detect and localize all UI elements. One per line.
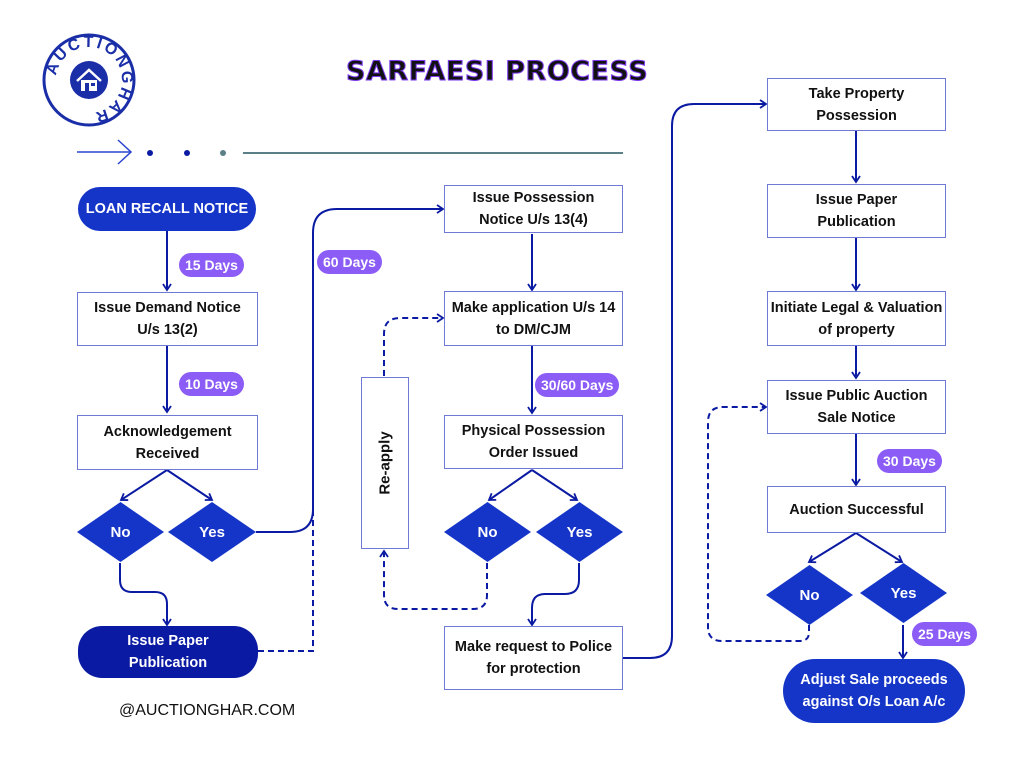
node-label: LOAN RECALL NOTICE: [85, 201, 249, 217]
connector: [622, 99, 768, 659]
connector: [258, 510, 314, 652]
duration-badge: 30 Days: [877, 449, 942, 473]
connector: [527, 563, 580, 627]
page-title: SARFAESI PROCESS: [345, 56, 649, 88]
decision-yes: Yes: [168, 502, 256, 562]
connector: [531, 469, 579, 501]
node-label: Issue Paper Publication: [127, 633, 209, 671]
decision-no: No: [77, 502, 164, 562]
auctionghar-logo: AUCTIONGHAR: [42, 33, 136, 127]
decision-label: No: [477, 523, 498, 541]
connector: [119, 563, 172, 627]
issue-demand-notice-node: Issue Demand Notice U/s 13(2): [77, 292, 258, 346]
decision-yes: Yes: [860, 563, 947, 623]
initiate-legal-valuation-node: Initiate Legal & Valuation of property: [767, 291, 946, 346]
re-apply-node: Re-apply: [361, 377, 409, 549]
decision-no: No: [766, 565, 853, 625]
node-label: Acknowledgement Received: [103, 423, 232, 462]
loan-recall-notice-node: LOAN RECALL NOTICE: [78, 187, 256, 231]
duration-badge: 30/60 Days: [535, 373, 620, 397]
acknowledgement-received-node: Acknowledgement Received: [77, 415, 258, 470]
node-label: Issue Public Auction Sale Notice: [785, 388, 928, 426]
duration-badge: 60 Days: [317, 250, 382, 274]
police-protection-node: Make request to Police for protection: [444, 626, 623, 690]
connector: [383, 313, 445, 376]
node-label: Issue Paper Publication: [815, 192, 898, 230]
issue-paper-publication-node: Issue Paper Publication: [78, 626, 258, 678]
connector: [487, 469, 533, 501]
make-application-node: Make application U/s 14 to DM/CJM: [444, 291, 623, 346]
public-auction-notice-node: Issue Public Auction Sale Notice: [767, 380, 946, 434]
connector: [256, 204, 445, 533]
node-label: Take Property Possession: [808, 85, 905, 124]
node-label: Issue Demand Notice U/s 13(2): [94, 300, 241, 338]
connector: [855, 532, 904, 564]
node-label: Initiate Legal & Valuation of property: [770, 299, 943, 338]
duration-badge: 10 Days: [179, 372, 244, 396]
duration-badge: 15 Days: [179, 253, 244, 277]
issue-paper-publication-node-2: Issue Paper Publication: [767, 184, 946, 238]
take-property-possession-node: Take Property Possession: [767, 78, 946, 131]
issue-possession-notice-node: Issue Possession Notice U/s 13(4): [444, 185, 623, 233]
connector: [807, 532, 857, 564]
node-label: Issue Possession Notice U/s 13(4): [472, 190, 595, 228]
decision-label: No: [110, 523, 131, 541]
website-footer: @AUCTIONGHAR.COM: [119, 702, 296, 719]
auction-successful-node: Auction Successful: [767, 486, 946, 533]
node-label: Auction Successful: [789, 501, 924, 518]
decision-label: No: [799, 586, 820, 604]
connector: [166, 469, 214, 501]
decision-yes: Yes: [536, 502, 623, 562]
node-label: Physical Possession Order Issued: [461, 423, 606, 461]
connector: [379, 549, 488, 610]
decision-label: Yes: [199, 523, 225, 541]
connector: [119, 469, 168, 501]
decorative-divider: [77, 139, 623, 165]
adjust-sale-proceeds-node: Adjust Sale proceeds against O/s Loan A/…: [783, 659, 965, 723]
node-label: Adjust Sale proceeds against O/s Loan A/…: [800, 672, 948, 710]
physical-possession-order-node: Physical Possession Order Issued: [444, 415, 623, 469]
house-icon: [76, 68, 102, 91]
node-label: Make application U/s 14 to DM/CJM: [451, 299, 616, 338]
duration-badge: 25 Days: [912, 622, 977, 646]
decision-label: Yes: [890, 584, 917, 602]
connector: [707, 402, 810, 642]
decision-no: No: [444, 502, 531, 562]
node-label: Make request to Police for protection: [454, 639, 613, 677]
node-label: Re-apply: [376, 431, 394, 495]
decision-label: Yes: [566, 523, 593, 541]
